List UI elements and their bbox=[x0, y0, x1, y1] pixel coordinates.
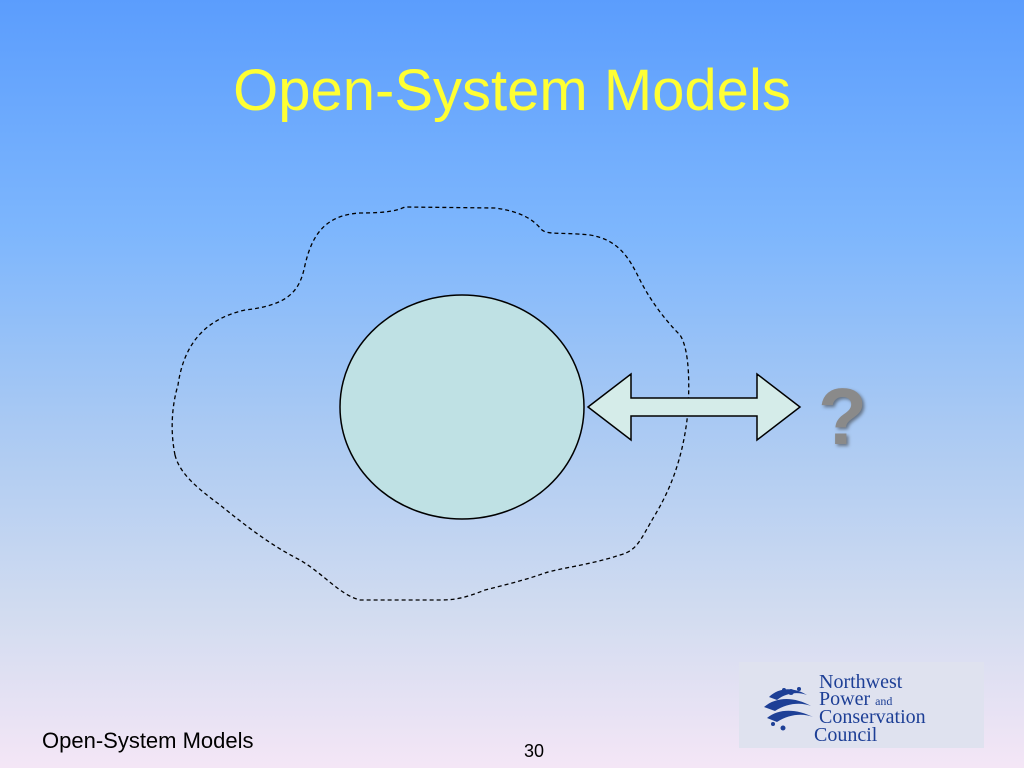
page-number: 30 bbox=[524, 741, 545, 761]
logo-line-2: Power and bbox=[819, 689, 892, 709]
logo-line-3: Conservation bbox=[819, 706, 926, 728]
exchange-double-arrow bbox=[586, 372, 802, 442]
council-logo: Northwest Power and Conservation Council bbox=[739, 662, 984, 748]
logo-line-4: Council bbox=[814, 724, 878, 746]
footer-title: Open-System Models bbox=[42, 728, 254, 753]
slide-title: Open-System Models bbox=[233, 58, 791, 123]
logo-line-1: Northwest bbox=[819, 671, 903, 693]
logo-line-2-main: Power bbox=[819, 688, 871, 710]
environment-boundary bbox=[171, 206, 690, 601]
system-ellipse bbox=[339, 294, 585, 520]
unknown-question-mark: ? bbox=[818, 372, 867, 461]
logo-line-2-small: and bbox=[875, 694, 893, 708]
wave-globe-icon bbox=[764, 687, 813, 731]
